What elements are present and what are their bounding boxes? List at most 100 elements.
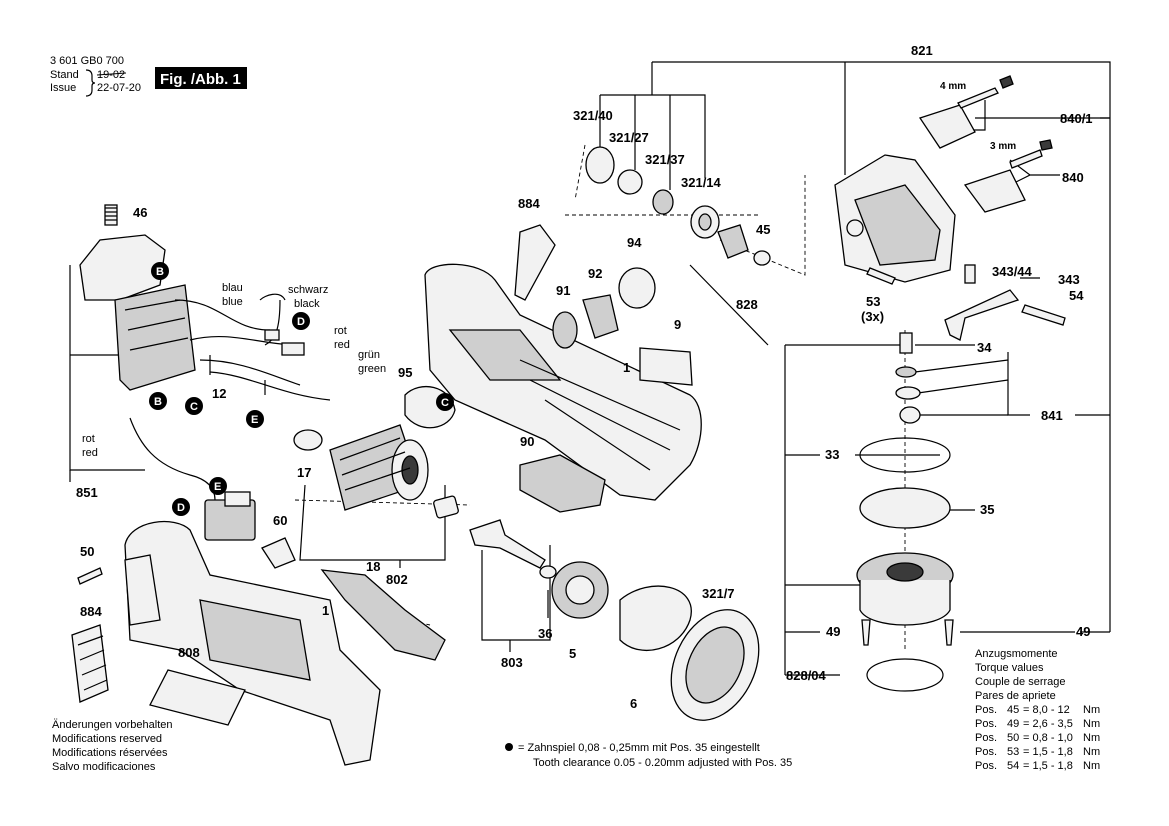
torque-row: Pos. 45 = 8,0 - 12 Nm bbox=[975, 704, 1100, 716]
marker-e-left: E bbox=[246, 410, 264, 428]
button-840-drawing bbox=[963, 169, 1026, 213]
svg-text:49: 49 bbox=[1007, 718, 1019, 730]
label-34: 34 bbox=[977, 340, 992, 355]
ring-321-27-drawing bbox=[617, 169, 643, 195]
document-header: 3 601 GB0 700 Stand Issue 19-02 22-07-20… bbox=[50, 55, 247, 97]
wire-labels: blau blue schwarz black rot red grün gre… bbox=[82, 282, 386, 459]
label-95: 95 bbox=[398, 365, 412, 380]
wire-label-rot-lower: rot bbox=[82, 433, 95, 445]
label-94: 94 bbox=[627, 235, 642, 250]
label-60: 60 bbox=[273, 513, 287, 528]
svg-text:Pos.: Pos. bbox=[975, 746, 997, 758]
svg-text:Nm: Nm bbox=[1083, 704, 1100, 716]
label-3x: (3x) bbox=[861, 309, 884, 324]
label-49-left: 49 bbox=[826, 624, 840, 639]
marker-c-center: C bbox=[436, 393, 454, 411]
svg-text:Pos.: Pos. bbox=[975, 760, 997, 772]
motor-drawing bbox=[329, 424, 429, 511]
svg-text:= 0,8 - 1,0: = 0,8 - 1,0 bbox=[1023, 732, 1073, 744]
label-50: 50 bbox=[80, 544, 94, 559]
label-841: 841 bbox=[1041, 408, 1063, 423]
torque-table: Anzugsmomente Torque values Couple de se… bbox=[975, 648, 1100, 772]
torque-row: Pos. 50 = 0,8 - 1,0 Nm bbox=[975, 732, 1100, 744]
svg-text:Nm: Nm bbox=[1083, 760, 1100, 772]
spring-46-drawing bbox=[104, 204, 118, 226]
pin-3mm-drawing bbox=[1009, 149, 1043, 169]
wire-label-schwarz: schwarz bbox=[288, 284, 328, 296]
changes-line-en: Modifications reserved bbox=[52, 733, 162, 745]
torque-row: Pos. 54 = 1,5 - 1,8 Nm bbox=[975, 760, 1100, 772]
label-5: 5 bbox=[569, 646, 576, 661]
label-36: 36 bbox=[538, 626, 552, 641]
housing-1-left-drawing bbox=[124, 520, 381, 766]
label-803: 803 bbox=[501, 655, 523, 670]
label-343: 343 bbox=[1058, 272, 1080, 287]
strike-line bbox=[96, 72, 127, 76]
ring-321-40-drawing bbox=[585, 146, 615, 184]
label-321-27: 321/27 bbox=[609, 130, 649, 145]
label-884-top: 884 bbox=[518, 196, 540, 211]
torque-heading-de: Anzugsmomente bbox=[975, 648, 1058, 660]
part-94-drawing bbox=[618, 267, 656, 309]
changes-line-es: Salvo modificaciones bbox=[52, 761, 156, 773]
bearing-841-drawing bbox=[899, 406, 921, 424]
svg-text:Nm: Nm bbox=[1083, 732, 1100, 744]
svg-text:C: C bbox=[441, 397, 449, 409]
label-808-drawing bbox=[149, 669, 246, 726]
label-1-center: 1 bbox=[623, 360, 630, 375]
torque-heading-en: Torque values bbox=[975, 662, 1044, 674]
changes-line-fr: Modifications réservées bbox=[52, 747, 168, 759]
spindle-drawing bbox=[469, 519, 546, 569]
pin-34-drawing bbox=[899, 332, 913, 354]
wire-label-red-upper: red bbox=[334, 339, 350, 351]
issue-label: Issue bbox=[50, 82, 76, 94]
flange-321-7-drawing bbox=[670, 609, 760, 721]
label-53: 53 bbox=[866, 294, 880, 309]
label-90: 90 bbox=[520, 434, 534, 449]
svg-text:B: B bbox=[154, 396, 162, 408]
marker-d-lower: D bbox=[172, 498, 190, 516]
figure-label: Fig. /Abb. 1 bbox=[160, 71, 241, 88]
label-12: 12 bbox=[212, 386, 226, 401]
grille-884-top-drawing bbox=[514, 224, 556, 301]
label-9: 9 bbox=[674, 317, 681, 332]
part-92-drawing bbox=[582, 294, 619, 339]
label-35: 35 bbox=[980, 502, 994, 517]
o-ring-33-drawing bbox=[859, 437, 951, 473]
label-321-40: 321/40 bbox=[573, 108, 613, 123]
svg-text:= 8,0 - 12: = 8,0 - 12 bbox=[1023, 704, 1070, 716]
label-45: 45 bbox=[756, 222, 770, 237]
wire-label-black: black bbox=[294, 298, 320, 310]
bevel-gear-drawing bbox=[717, 224, 749, 259]
label-884-left: 884 bbox=[80, 604, 102, 619]
screw-54-drawing bbox=[1021, 304, 1066, 326]
switch-drawing bbox=[204, 491, 296, 569]
label-808: 808 bbox=[178, 645, 200, 660]
label-49-right: 49 bbox=[1076, 624, 1090, 639]
label-54: 54 bbox=[1069, 288, 1084, 303]
connector-markers: B D B C E C E D bbox=[149, 262, 454, 516]
bracket-802 bbox=[299, 484, 446, 561]
svg-text:Pos.: Pos. bbox=[975, 704, 997, 716]
svg-text:Pos.: Pos. bbox=[975, 732, 997, 744]
label-828: 828 bbox=[736, 297, 758, 312]
housing-1-center-drawing bbox=[424, 263, 702, 501]
lever-343-drawing bbox=[944, 289, 1020, 341]
tooth-clearance-en: Tooth clearance 0.05 - 0.20mm adjusted w… bbox=[533, 757, 792, 769]
svg-text:E: E bbox=[214, 481, 221, 493]
svg-text:= 1,5 - 1,8: = 1,5 - 1,8 bbox=[1023, 746, 1073, 758]
washer-drawing bbox=[895, 366, 917, 378]
gear-5-drawing bbox=[551, 561, 609, 619]
part-91-drawing bbox=[552, 311, 578, 349]
svg-text:45: 45 bbox=[1007, 704, 1019, 716]
doc-number: 3 601 GB0 700 bbox=[50, 55, 124, 67]
label-9-drawing bbox=[639, 347, 693, 386]
svg-text:= 2,6 - 3,5: = 2,6 - 3,5 bbox=[1023, 718, 1073, 730]
label-6: 6 bbox=[630, 696, 637, 711]
svg-text:D: D bbox=[177, 502, 185, 514]
marker-b-lower: B bbox=[149, 392, 167, 410]
flange-gear-assembly-drawing bbox=[856, 552, 954, 626]
label-821: 821 bbox=[911, 43, 933, 58]
nut-45-drawing bbox=[753, 250, 771, 266]
